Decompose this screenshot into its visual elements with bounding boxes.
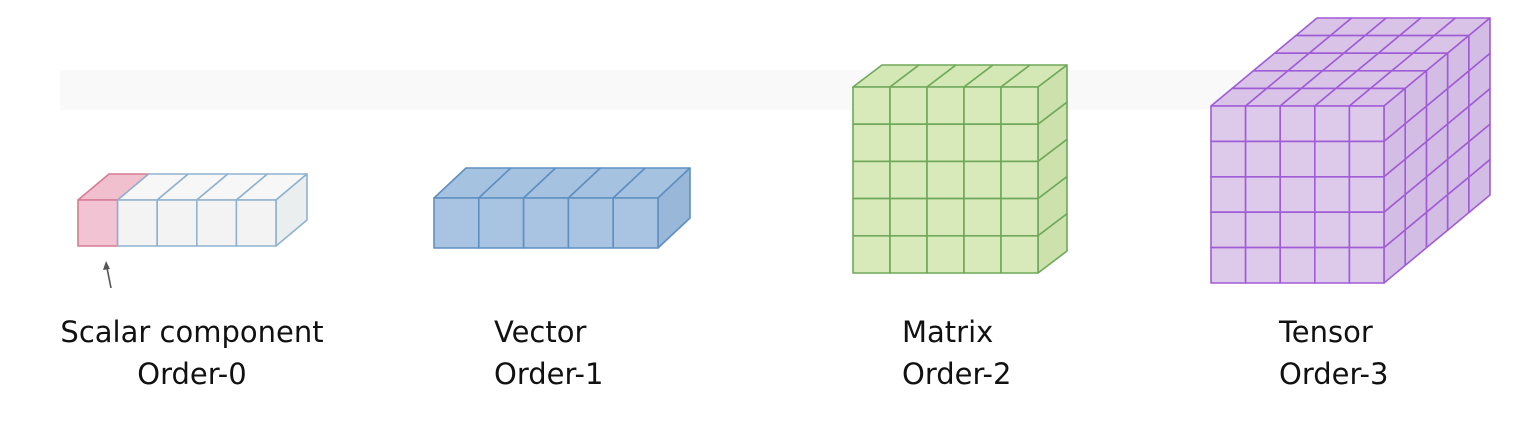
vector-caption: Vector Order-1 (494, 311, 603, 395)
cube-front-face (1000, 123, 1039, 163)
cube-front-face (889, 197, 928, 237)
scalar-cubes (77, 173, 308, 247)
cube-front-face (1210, 246, 1247, 284)
vector-cubes (433, 167, 691, 249)
cube-front-face (1210, 140, 1247, 178)
cube-front-face (522, 197, 570, 249)
cube-front-face (889, 160, 928, 200)
cube-front-face (1279, 176, 1316, 213)
scalar-order-label: Order-0 (137, 357, 247, 391)
cube-front-face (1279, 246, 1316, 284)
cube-front-face (926, 123, 965, 163)
cube-front-face (889, 235, 928, 274)
cube-front-face (852, 235, 891, 274)
cube-front-face (1279, 211, 1316, 249)
cube-front-face (477, 197, 525, 249)
scalar-caption: Scalar component Order-0 (52, 311, 332, 395)
matrix-caption: Matrix Order-2 (902, 311, 1011, 395)
cube-front-face (1314, 105, 1351, 143)
cube-front-face (1000, 235, 1039, 274)
cube-front-face (235, 199, 277, 247)
cube-front-face (1244, 176, 1281, 213)
cube-front-face (567, 197, 615, 249)
tensor-cubes (1210, 17, 1491, 284)
cube-front-face (156, 199, 198, 247)
cube-front-face (963, 86, 1002, 125)
tensor-order-label: Order-3 (1279, 357, 1389, 391)
cube-front-face (1000, 86, 1039, 125)
cube-front-face (1314, 246, 1351, 284)
cube-front-face (1279, 140, 1316, 178)
cube-front-face (1314, 211, 1351, 249)
cube-front-face (963, 160, 1002, 200)
cube-front-face (889, 123, 928, 163)
cube-front-face (852, 86, 891, 125)
cube-front-face (1000, 197, 1039, 237)
cube-front-face (1279, 105, 1316, 143)
tensor-name-label: Tensor (1279, 315, 1373, 349)
cube-front-face (963, 235, 1002, 274)
cube-front-face (1000, 160, 1039, 200)
scalar-name-label: Scalar component (60, 315, 324, 349)
cube-front-face (926, 160, 965, 200)
vector-name-label: Vector (494, 315, 587, 349)
cube-front-face (889, 86, 928, 125)
cube-front-face (196, 199, 238, 247)
cube-front-face (1348, 246, 1385, 284)
vector-order-label: Order-1 (494, 357, 604, 391)
cube-front-face (1244, 140, 1281, 178)
cube-front-face (963, 197, 1002, 237)
cube-front-face (852, 197, 891, 237)
cube-front-face (963, 123, 1002, 163)
matrix-order-label: Order-2 (902, 357, 1012, 391)
cube-front-face (852, 160, 891, 200)
cube-front-face (1348, 211, 1385, 249)
cube-front-face (1348, 140, 1385, 178)
cube-front-face (1314, 176, 1351, 213)
cube-front-face (1348, 176, 1385, 213)
cube-front-face (1244, 211, 1281, 249)
cube-front-face (1210, 176, 1247, 213)
cube-front-face (1210, 105, 1247, 143)
cube-front-face (1244, 246, 1281, 284)
cube-front-face (926, 86, 965, 125)
cube-front-face (1348, 105, 1385, 143)
matrix-name-label: Matrix (902, 315, 994, 349)
tensor-caption: Tensor Order-3 (1279, 311, 1388, 395)
matrix-cubes (852, 64, 1068, 274)
arrow-pointer-icon (103, 261, 112, 289)
cube-front-face (433, 197, 480, 249)
cube-front-face (116, 199, 158, 247)
cube-front-face (852, 123, 891, 163)
cube-front-face (926, 197, 965, 237)
cube-front-face (1210, 211, 1247, 249)
cube-front-face (926, 235, 965, 274)
cube-front-face (77, 199, 119, 247)
cube-front-face (1244, 105, 1281, 143)
cube-front-face (1314, 140, 1351, 178)
cube-front-face (612, 197, 659, 249)
